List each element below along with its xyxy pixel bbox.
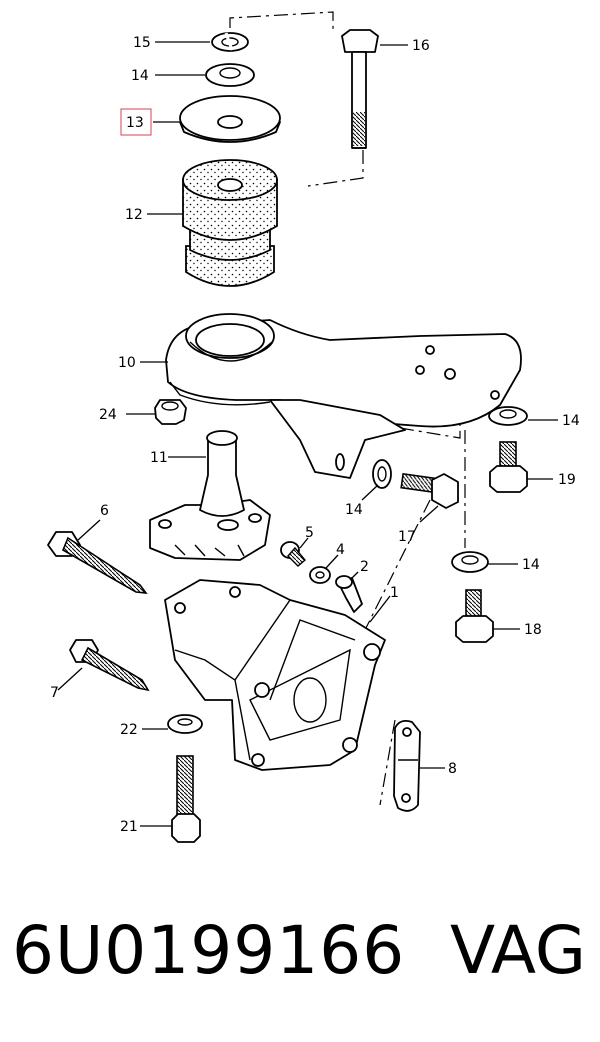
part-24-nut — [154, 399, 187, 425]
part-16-long-bolt — [341, 29, 379, 149]
part-1-gearbox-bracket — [164, 579, 386, 771]
part-11-rubber-mount — [149, 430, 271, 561]
part-10-upper-bracket — [165, 313, 522, 479]
part-8-strap — [393, 719, 421, 812]
part-number: 6U0199166 — [12, 912, 406, 989]
part-14-washer-top — [205, 63, 255, 87]
part-7-bolt — [69, 639, 150, 692]
label-13[interactable]: 13 — [126, 115, 144, 131]
part-17-bolt — [400, 472, 459, 509]
label-11: 11 — [150, 450, 168, 466]
highlight-box-13 — [120, 108, 152, 136]
label-15: 15 — [133, 35, 151, 51]
label-14-mid: 14 — [345, 502, 363, 518]
part-21-bolt — [171, 755, 201, 843]
part-14-washer-right-top — [488, 406, 528, 426]
label-10: 10 — [118, 355, 136, 371]
label-16: 16 — [412, 38, 430, 54]
label-21: 21 — [120, 819, 138, 835]
part-22-washer — [167, 714, 203, 734]
label-8: 8 — [448, 761, 457, 777]
part-14-washer-right-bottom — [451, 551, 489, 573]
part-12-rubber-buffer — [182, 159, 278, 287]
footer-caption: 6U0199166 VAG — [0, 912, 600, 1012]
label-14-right-top: 14 — [562, 413, 580, 429]
label-7: 7 — [50, 685, 59, 701]
label-4: 4 — [336, 542, 345, 558]
label-2: 2 — [360, 559, 369, 575]
label-5: 5 — [305, 525, 314, 541]
label-19: 19 — [558, 472, 576, 488]
part-13-cup-washer — [179, 95, 281, 143]
part-4-washer — [309, 566, 331, 584]
label-6: 6 — [100, 503, 109, 519]
part-labels: 15 14 13 16 12 10 24 11 14 19 14 17 6 5 … — [50, 35, 580, 835]
label-17: 17 — [398, 529, 416, 545]
part-6-bolt — [47, 531, 148, 594]
label-14-top: 14 — [131, 68, 149, 84]
leader-lines — [57, 41, 558, 827]
part-14-washer-mid — [372, 459, 392, 489]
label-14-right-bottom: 14 — [522, 557, 540, 573]
label-12: 12 — [125, 207, 143, 223]
part-5-bolt — [280, 541, 306, 567]
part-2-clip — [335, 575, 363, 613]
label-1: 1 — [390, 585, 399, 601]
part-18-bolt — [455, 589, 494, 643]
label-18: 18 — [524, 622, 542, 638]
label-22: 22 — [120, 722, 138, 738]
part-15-spring-washer — [211, 32, 249, 52]
label-24: 24 — [99, 407, 117, 423]
brand-name: VAG — [449, 912, 586, 989]
part-19-bolt — [489, 441, 528, 493]
